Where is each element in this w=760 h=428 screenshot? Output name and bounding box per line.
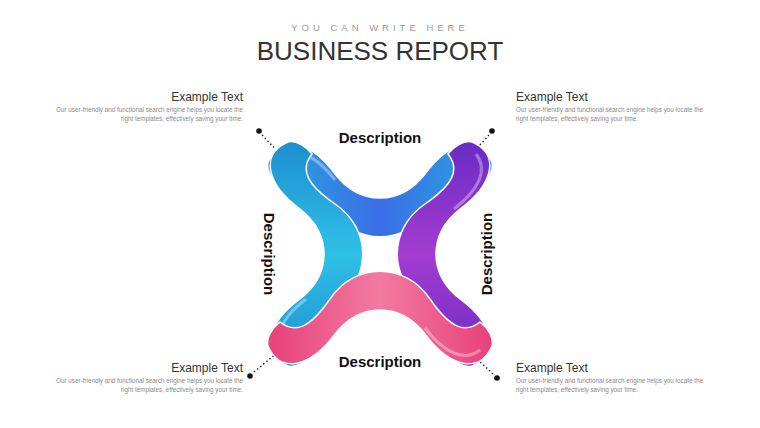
callout-body: Our user-friendly and functional search …	[51, 105, 243, 123]
band-label: Description	[261, 213, 278, 296]
callout-heading: Example Text	[516, 361, 708, 375]
callout-heading: Example Text	[51, 90, 243, 104]
band-ribbon	[268, 271, 493, 363]
leader-dot	[494, 375, 500, 381]
callout-body: Our user-friendly and functional search …	[516, 105, 708, 123]
callout-body: Our user-friendly and functional search …	[51, 376, 243, 394]
leader-dot	[256, 128, 262, 134]
band-highlight	[454, 154, 481, 209]
band-label: Description	[339, 129, 422, 146]
title: BUSINESS REPORT	[0, 36, 760, 67]
band-highlight	[425, 328, 480, 355]
callout-heading: Example Text	[51, 361, 243, 375]
leader-dot	[489, 128, 495, 134]
callout-body: Our user-friendly and functional search …	[516, 376, 708, 394]
bottom-band: Description	[250, 124, 510, 384]
leader-dot	[247, 373, 253, 379]
band-label: Description	[478, 213, 495, 296]
subtitle: YOU CAN WRITE HERE	[0, 22, 760, 33]
band-shape	[250, 124, 510, 384]
callout-heading: Example Text	[516, 90, 708, 104]
band-label: Description	[339, 353, 422, 370]
